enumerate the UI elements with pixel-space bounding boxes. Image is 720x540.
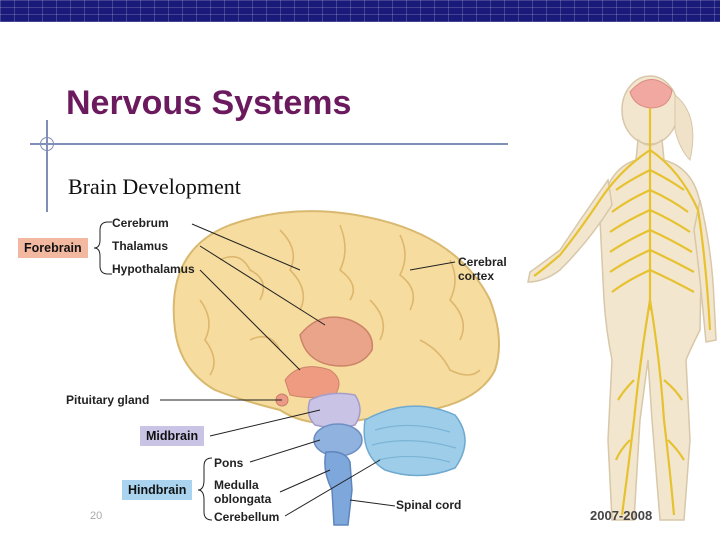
leader-lines [93,221,456,521]
thalamus-label: Thalamus [112,239,169,253]
pons-label: Pons [214,456,244,470]
cerebrum-label: Cerebrum [112,216,169,230]
pituitary-label: Pituitary gland [66,393,150,407]
crosshair-ornament [40,137,54,151]
forebrain-label: Forebrain [18,238,88,258]
medulla-label-line1: Medulla [214,478,259,492]
footer-year: 2007-2008 [590,508,653,523]
vertical-rule [46,120,48,212]
slide-title: Nervous Systems [66,84,352,122]
hypothalamus-label: Hypothalamus [112,262,195,276]
cerebral-cortex-label-line2: cortex [458,269,495,283]
horizontal-rule [30,143,508,145]
midbrain-label: Midbrain [140,426,205,446]
spinal-cord-label: Spinal cord [396,498,462,512]
cerebellum-label: Cerebellum [214,510,280,524]
cerebral-cortex-label-line1: Cerebral [458,255,507,269]
slide-number: 20 [90,510,103,522]
human-figure [527,75,717,521]
top-banner [0,0,720,22]
banner-grid [0,0,720,22]
medulla-label-line2: oblongata [214,492,272,506]
hindbrain-label: Hindbrain [122,480,193,500]
brain-illustration [172,210,500,526]
slide-subtitle: Brain Development [68,174,241,199]
